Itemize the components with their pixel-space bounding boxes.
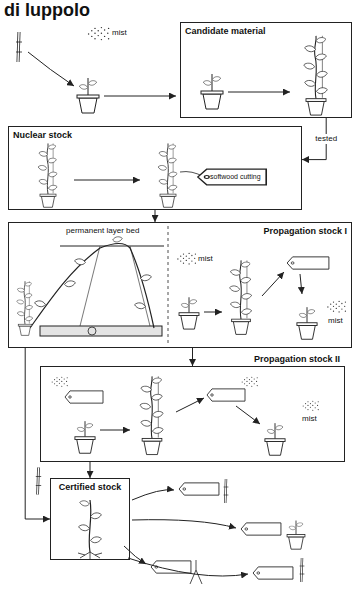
page-title: di luppolo — [4, 0, 90, 21]
certified-plant — [89, 500, 91, 552]
mist-spray — [242, 377, 258, 387]
support-string — [80, 246, 150, 326]
flow-connector — [192, 348, 193, 366]
label-tag — [207, 389, 245, 401]
vine-leaf — [80, 501, 90, 506]
potted-plant — [230, 260, 252, 334]
rooting-point — [88, 327, 96, 335]
stage-heading: Candidate material — [185, 26, 266, 37]
flow-arrow — [104, 96, 176, 97]
flow-arrow — [132, 520, 236, 528]
rooted-cutting — [190, 560, 202, 584]
label-tag — [287, 257, 329, 269]
vine-leaf — [91, 537, 102, 543]
mist-spray — [88, 27, 109, 40]
vine-leaf — [91, 513, 102, 519]
potted-plant — [265, 423, 285, 455]
stage-box: Certified stock — [50, 478, 130, 560]
flow-connector — [90, 462, 91, 478]
mist-spray — [303, 401, 319, 411]
layered-vine — [30, 244, 154, 329]
layer-bed — [40, 326, 162, 336]
vine-leaf — [141, 275, 152, 281]
flow-arrow — [204, 312, 222, 313]
vine-leaf — [79, 525, 90, 531]
note-label: mist — [112, 28, 127, 38]
label-tag — [253, 567, 293, 579]
label-tag — [179, 483, 219, 495]
flow-arrow — [28, 52, 74, 86]
note-label: mist — [198, 254, 213, 264]
potted-plant — [304, 36, 328, 115]
potted-plant — [179, 297, 199, 329]
note-label: mist — [328, 316, 343, 326]
stage-heading: Nuclear stock — [13, 130, 72, 141]
stage-box: Nuclear stock — [8, 126, 302, 210]
flow-arrow — [176, 398, 204, 412]
flow-arrow — [300, 274, 302, 294]
potted-plant — [287, 521, 305, 550]
potted-plant — [158, 143, 177, 207]
note-label: permanent layer bed — [66, 226, 139, 236]
plant-roots — [78, 552, 102, 559]
edge-label: tested — [313, 134, 339, 144]
vine-leaf — [65, 281, 76, 287]
flow-arrow — [124, 546, 146, 564]
potted-plant — [140, 376, 163, 454]
flow-connector — [25, 348, 50, 519]
flow-arrow — [262, 272, 284, 296]
potted-plant — [77, 78, 99, 113]
vine-leaf — [135, 303, 146, 309]
note-label: mist — [302, 414, 317, 424]
flow-arrow — [74, 180, 140, 181]
mist-spray — [52, 377, 68, 387]
flow-arrow — [128, 558, 248, 576]
mist-spray — [177, 253, 196, 265]
flow-arrow — [132, 490, 174, 500]
potted-plant — [17, 281, 33, 335]
flow-arrow — [228, 92, 290, 93]
label-tag — [198, 169, 266, 185]
potted-plant — [297, 307, 317, 339]
potted-plant — [75, 421, 95, 453]
flow-arrow — [236, 406, 260, 424]
vine-leaf — [35, 301, 46, 307]
stage-heading: Propagation stock II — [254, 354, 340, 365]
potted-plant — [38, 143, 57, 207]
potted-plant — [201, 74, 223, 109]
support-wire — [60, 246, 164, 247]
label-tag — [241, 523, 281, 535]
stage-heading: Propagation stock I — [263, 226, 347, 237]
stage-box: Propagation stock I — [8, 222, 352, 348]
cutting-stick — [224, 479, 229, 503]
flow-connector — [155, 210, 156, 222]
note-label: softwood cutting — [210, 172, 261, 182]
vine-leaf — [75, 259, 86, 265]
cutting-stick — [300, 558, 305, 582]
divider-line — [168, 226, 169, 344]
stage-box: Candidate material — [180, 22, 352, 118]
stage-heading: Certified stock — [59, 482, 122, 493]
stage-box: Propagation stock II — [40, 366, 345, 462]
vine-leaf — [113, 237, 123, 242]
cutting-stick — [36, 468, 41, 495]
flow-arrow — [100, 430, 130, 431]
mist-spray — [327, 301, 346, 313]
label-tag — [65, 391, 103, 403]
cutting-stick — [16, 32, 22, 62]
